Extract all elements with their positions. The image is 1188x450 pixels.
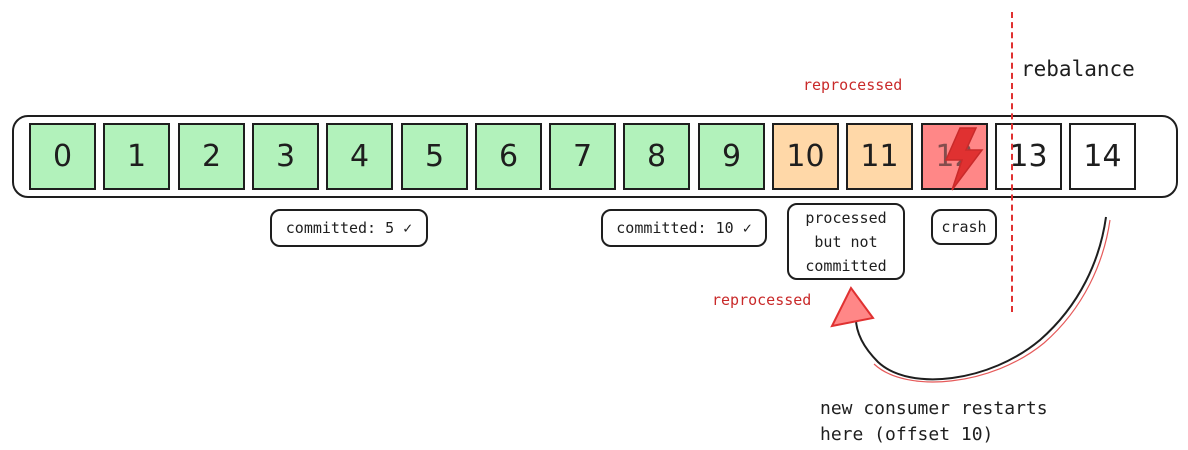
offset-number: 8 bbox=[646, 139, 667, 174]
offset-cell-9: 9 bbox=[698, 123, 765, 190]
offset-cell-14: 14 bbox=[1069, 123, 1136, 190]
lightning-bolt-icon bbox=[944, 127, 984, 191]
arrowhead-icon bbox=[830, 286, 875, 328]
committed-10-text: committed: 10 ✓ bbox=[616, 219, 752, 237]
offset-cell-7: 7 bbox=[549, 123, 616, 190]
offset-cell-4: 4 bbox=[326, 123, 393, 190]
offset-cell-5: 5 bbox=[401, 123, 468, 190]
restart-note: new consumer restarts here (offset 10) bbox=[820, 396, 1048, 448]
reprocessed-top-label: reprocessed bbox=[803, 76, 903, 94]
offset-number: 14 bbox=[1083, 139, 1122, 174]
restart-note-line-1: new consumer restarts bbox=[820, 398, 1048, 419]
curved-arrow-shadow bbox=[873, 219, 1111, 383]
offset-cell-3: 3 bbox=[252, 123, 319, 190]
offset-cell-8: 8 bbox=[623, 123, 690, 190]
offset-cell-6: 6 bbox=[475, 123, 542, 190]
offset-cell-10: 10 bbox=[772, 123, 839, 190]
offset-number: 11 bbox=[860, 139, 899, 174]
committed-10-label: committed: 10 ✓ bbox=[601, 209, 767, 247]
offset-cell-0: 0 bbox=[29, 123, 96, 190]
offset-number: 10 bbox=[786, 139, 825, 174]
offset-cell-11: 11 bbox=[846, 123, 913, 190]
processed-not-committed-text: processed but not committed bbox=[805, 208, 887, 275]
committed-5-text: committed: 5 ✓ bbox=[285, 219, 413, 237]
rebalance-divider bbox=[1011, 12, 1013, 312]
offset-number: 1 bbox=[126, 139, 147, 174]
curved-arrow-icon bbox=[854, 216, 1107, 381]
offset-number: 3 bbox=[275, 139, 296, 174]
offset-number: 5 bbox=[424, 139, 445, 174]
offset-cell-2: 2 bbox=[178, 123, 245, 190]
crash-text: crash bbox=[941, 218, 987, 236]
offset-number: 0 bbox=[52, 139, 73, 174]
processed-not-committed-label: processed but not committed bbox=[787, 203, 905, 280]
crash-label: crash bbox=[931, 209, 997, 245]
reprocessed-bottom-label: reprocessed bbox=[712, 291, 812, 309]
offset-number: 2 bbox=[201, 139, 222, 174]
restart-note-line-2: here (offset 10) bbox=[820, 424, 994, 445]
rebalance-label: rebalance bbox=[1021, 57, 1135, 81]
offset-cell-13: 13 bbox=[995, 123, 1062, 190]
offset-number: 7 bbox=[572, 139, 593, 174]
offset-number: 13 bbox=[1009, 139, 1048, 174]
offset-number: 4 bbox=[349, 139, 370, 174]
offset-number: 6 bbox=[498, 139, 519, 174]
offset-cell-1: 1 bbox=[103, 123, 170, 190]
partition-log-track bbox=[12, 115, 1178, 198]
committed-5-label: committed: 5 ✓ bbox=[270, 209, 428, 247]
offset-number: 9 bbox=[721, 139, 742, 174]
